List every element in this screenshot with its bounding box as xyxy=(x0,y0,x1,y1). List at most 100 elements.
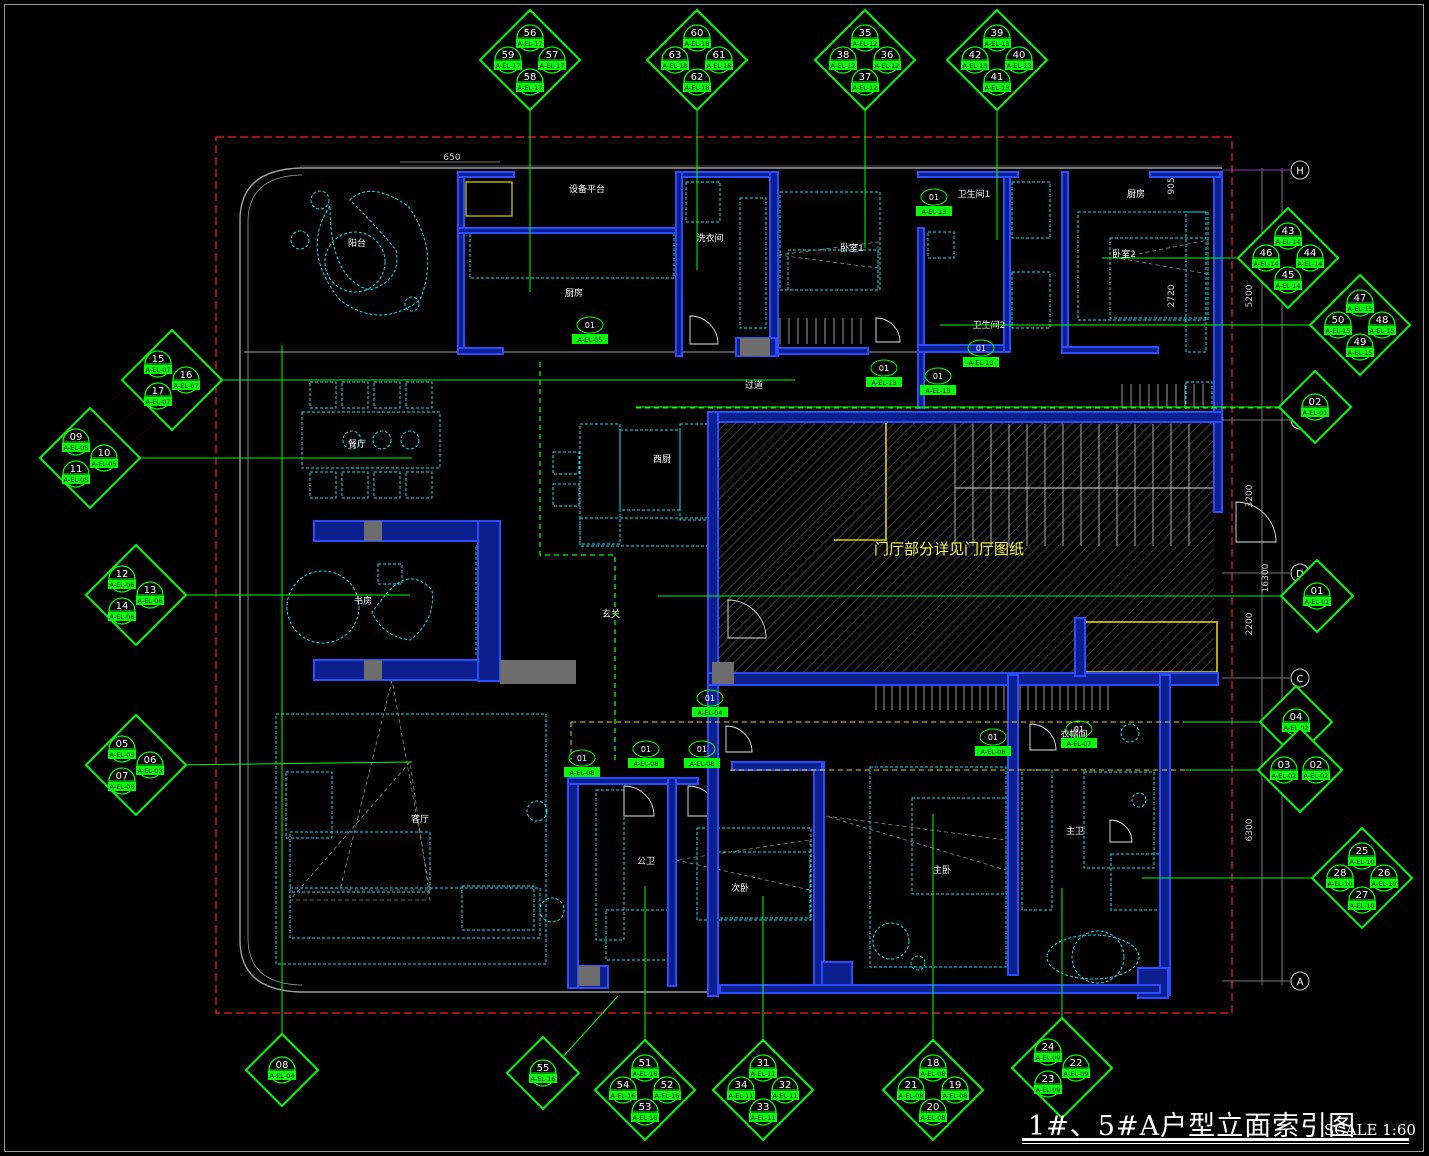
index-number: 02 xyxy=(1309,397,1322,408)
small-index-bar xyxy=(628,758,664,768)
index-ref-bar xyxy=(609,1091,637,1100)
index-number: 13 xyxy=(144,585,157,596)
furniture-outline xyxy=(289,831,431,893)
furniture-outline xyxy=(405,471,433,499)
index-ref-bar xyxy=(1346,348,1374,357)
small-index-number: 01 xyxy=(879,364,889,373)
index-ref: A-EL-14 xyxy=(1276,238,1301,246)
index-diamond xyxy=(1308,273,1412,377)
index-number: 32 xyxy=(779,1080,792,1091)
index-ref-bar xyxy=(919,1113,947,1122)
index-number: 58 xyxy=(524,72,537,83)
furniture-outline xyxy=(696,827,812,921)
study-desk xyxy=(371,578,434,641)
index-number: 14 xyxy=(116,601,129,612)
index-ref: A-EL-12 xyxy=(853,84,878,92)
title-underline-thin xyxy=(1022,1143,1409,1144)
small-index-number: 01 xyxy=(929,193,939,202)
furniture-outline xyxy=(619,429,681,511)
dining-seat-mark xyxy=(342,430,362,450)
furniture-outline xyxy=(552,451,580,475)
small-index-labels: 01A-EL-0501A-EL-1301A-EL-1301A-EL-1301A-… xyxy=(564,188,1097,777)
small-index-number: 01 xyxy=(705,694,715,703)
index-ref: A-EL-10 xyxy=(1350,858,1375,866)
wall-segment xyxy=(1159,674,1171,996)
small-index-bar xyxy=(916,206,952,216)
foyer-note: 门厅部分详见门厅图纸 xyxy=(874,540,1025,558)
index-ref-bar xyxy=(1302,771,1330,780)
index-ref-bar xyxy=(631,1069,659,1078)
index-ref-bar xyxy=(1301,408,1329,417)
index-ref-bar xyxy=(144,365,172,374)
index-ref: A-EL-17 xyxy=(496,62,521,70)
dining-seat-mark xyxy=(372,430,392,450)
index-leader-line xyxy=(171,761,413,766)
index-ref: A-EL-02 xyxy=(1304,772,1329,780)
index-ref: A-EL-12 xyxy=(875,62,900,70)
index-ref: A-EL-02 xyxy=(1284,724,1309,732)
column-fill xyxy=(364,521,382,541)
column-fill xyxy=(500,660,576,684)
wall-segment xyxy=(313,520,501,542)
room-label: 西厨 xyxy=(653,454,671,465)
wall-segment xyxy=(567,777,579,989)
index-number: 31 xyxy=(757,1058,770,1069)
index-number: 55 xyxy=(537,1063,550,1074)
furniture-outline xyxy=(1185,381,1213,413)
index-ref: A-EL-09 xyxy=(1036,1054,1061,1062)
small-index-number: 01 xyxy=(585,321,595,330)
wall-segment xyxy=(567,777,699,785)
index-ref-bar xyxy=(172,381,200,390)
room-label: 设备平台 xyxy=(569,183,605,195)
index-ref: A-EL-17 xyxy=(540,62,565,70)
small-index-ref: A-EL-04 xyxy=(698,709,723,717)
furniture-outline xyxy=(1185,211,1207,353)
index-ref-bar xyxy=(1252,259,1280,268)
furniture-outline xyxy=(285,771,333,839)
index-number: 18 xyxy=(927,1058,940,1069)
index-diamond xyxy=(38,406,142,510)
index-ref: A-EL-13 xyxy=(1007,62,1032,70)
small-index-label: 01A-EL-08 xyxy=(628,740,664,768)
index-number: 21 xyxy=(905,1080,918,1091)
index-number: 03 xyxy=(1278,760,1291,771)
column-fill xyxy=(712,662,734,684)
index-ref: A-EL-15 xyxy=(1326,327,1351,335)
index-number: 53 xyxy=(639,1102,652,1113)
small-index-ref: A-EL-08 xyxy=(634,760,659,768)
furniture-round xyxy=(1120,723,1140,743)
small-index-number: 01 xyxy=(697,745,707,754)
furniture-outline xyxy=(373,471,401,499)
index-number: 40 xyxy=(1013,50,1026,61)
foyer-hatch xyxy=(718,422,1214,674)
bed3-view xyxy=(675,839,811,891)
index-ref-bar xyxy=(108,782,136,791)
furniture-round xyxy=(404,296,420,312)
wall-segment xyxy=(1007,674,1019,976)
index-ref: A-EL-12 xyxy=(831,62,856,70)
small-index-ref: A-EL-13 xyxy=(969,359,994,367)
index-ref-bar xyxy=(829,61,857,70)
index-ref-bar xyxy=(1303,597,1331,606)
room-label: 主卧 xyxy=(933,864,951,876)
wall-segment xyxy=(457,347,504,355)
wall-segment xyxy=(917,227,925,409)
index-number: 06 xyxy=(144,755,157,766)
wall-segment xyxy=(777,347,869,355)
door-swing xyxy=(875,317,901,343)
index-ref: A-EL-18 xyxy=(663,62,688,70)
room-label: 书房 xyxy=(354,595,372,607)
index-ref: A-EL-08 xyxy=(921,1070,946,1078)
index-ref-bar xyxy=(90,459,118,468)
dining-seat-mark xyxy=(400,430,420,450)
index-ref-bar xyxy=(771,1091,799,1100)
index-ref-bar xyxy=(108,612,136,621)
index-ref: A-EL-03 xyxy=(138,767,163,775)
index-number: 25 xyxy=(1356,846,1369,857)
index-number: 08 xyxy=(276,1060,289,1071)
door-swing xyxy=(689,315,719,345)
wall-segment xyxy=(681,171,779,178)
